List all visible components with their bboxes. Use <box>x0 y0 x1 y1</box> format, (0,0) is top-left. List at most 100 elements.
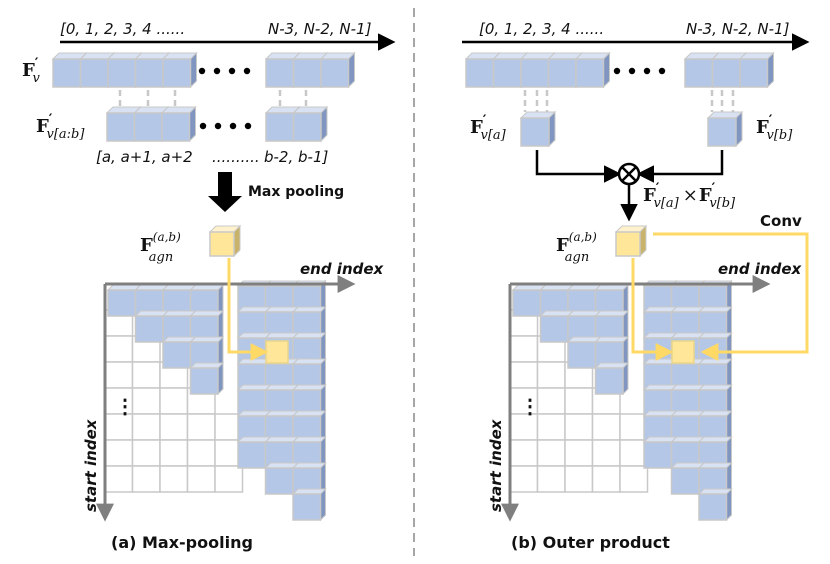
empty-span-cell <box>591 465 621 493</box>
token-cell <box>134 51 171 89</box>
span-matrix <box>104 279 327 522</box>
max-pooling-op-label: Max pooling <box>248 184 344 200</box>
slice-index-dots: .......... <box>212 148 260 166</box>
empty-span-cell <box>536 387 566 415</box>
empty-span-cell <box>564 465 594 493</box>
start-token-cube <box>519 110 557 148</box>
feature-row-ellipsis <box>613 67 666 75</box>
token-cell <box>574 51 611 89</box>
empty-span-cell <box>186 439 216 467</box>
empty-span-cell <box>104 387 134 415</box>
empty-span-cell <box>104 361 134 389</box>
ellipsis-dot <box>613 67 621 75</box>
aggregated-cell <box>614 224 648 258</box>
slice-connectors <box>118 90 308 108</box>
empty-span-cell <box>159 387 189 415</box>
product-expression: F′v[a]×F′v[b] <box>643 181 736 211</box>
ellipsis-dot <box>214 122 222 130</box>
slice-row-ellipsis <box>199 122 252 130</box>
empty-span-cell <box>131 387 161 415</box>
feature-row <box>51 51 356 89</box>
span-cell <box>697 487 733 522</box>
ellipsis-dot <box>198 67 206 75</box>
conv-path-left <box>631 258 674 361</box>
token-cell <box>161 51 198 89</box>
ellipsis-dot <box>199 122 207 130</box>
empty-span-cell <box>104 335 134 363</box>
empty-span-cell <box>509 387 539 415</box>
vertical-ellipsis: ⋮ <box>520 394 540 418</box>
token-cell <box>738 51 775 89</box>
caption-outer-product: (b) Outer product <box>511 533 670 552</box>
aggregated-feature-cube <box>614 224 648 258</box>
end-index-label: end index <box>300 260 385 278</box>
span-cell <box>291 357 327 392</box>
ellipsis-dot <box>244 122 252 130</box>
end-token-flow <box>636 150 724 183</box>
slice-cell <box>160 105 197 143</box>
span-cell <box>291 487 327 522</box>
placement-arrow <box>227 258 269 361</box>
empty-span-cell <box>159 465 189 493</box>
empty-span-cell <box>131 465 161 493</box>
empty-span-cell <box>536 439 566 467</box>
feature-row-ellipsis <box>198 67 251 75</box>
span-cell <box>189 361 225 396</box>
start-token-symbol: F′v[a] <box>470 113 507 143</box>
down-arrow <box>208 172 242 212</box>
token-cell <box>319 51 356 89</box>
empty-span-cell <box>536 361 566 389</box>
ellipsis-dot <box>658 67 666 75</box>
ellipsis-dot <box>628 67 636 75</box>
end-token-cube <box>706 110 744 148</box>
feature-symbol: F′v <box>22 56 40 86</box>
sequence-index-label: [0, 1, 2, 3, 4 ...... <box>479 20 604 38</box>
empty-span-cell <box>591 413 621 441</box>
empty-span-cell <box>131 439 161 467</box>
empty-span-cell <box>564 387 594 415</box>
empty-span-cell <box>186 413 216 441</box>
aggregated-feature-symbol: F(a,b)agn <box>140 230 181 265</box>
ellipsis-dot <box>643 67 651 75</box>
slice-row <box>105 105 329 143</box>
sequence-index-label-end: N-3, N-2, N-1] <box>686 20 790 38</box>
empty-span-cell <box>591 439 621 467</box>
feature-row <box>464 51 775 89</box>
empty-span-cell <box>509 439 539 467</box>
vertical-ellipsis: ⋮ <box>115 394 135 418</box>
caption-max-pooling: (a) Max-pooling <box>111 533 253 552</box>
start-index-label: start index <box>82 418 100 512</box>
panel-outer-product: [0, 1, 2, 3, 4 ...... N-3, N-2, N-1] F′v… <box>462 20 810 552</box>
empty-span-cell <box>564 439 594 467</box>
empty-span-cell <box>536 413 566 441</box>
empty-span-cell <box>104 439 134 467</box>
slice-cell <box>292 105 329 143</box>
start-token-flow <box>535 150 622 183</box>
aggregated-feature-symbol: F(a,b)agn <box>556 230 597 265</box>
end-token-symbol: F′v[b] <box>756 113 793 143</box>
aggregated-cell <box>208 224 242 258</box>
slice-index-end: b-2, b-1] <box>264 148 328 166</box>
span-matrix <box>509 279 733 522</box>
conv-path-right <box>653 232 809 361</box>
span-cell <box>106 283 142 318</box>
ellipsis-dot <box>213 67 221 75</box>
start-token-cell <box>519 110 557 148</box>
empty-span-cell <box>186 465 216 493</box>
aggregated-feature-cube <box>208 224 242 258</box>
empty-span-cell <box>159 413 189 441</box>
token-connectors <box>523 90 735 112</box>
target-span-cell <box>671 340 695 364</box>
empty-span-cell <box>509 335 539 363</box>
empty-span-cell <box>509 465 539 493</box>
empty-span-cell <box>214 465 244 493</box>
empty-span-cell <box>619 465 649 493</box>
end-token-cell <box>706 110 744 148</box>
empty-span-cell <box>131 361 161 389</box>
end-index-label: end index <box>718 260 803 278</box>
sequence-index-label-end: N-3, N-2, N-1] <box>268 20 372 38</box>
empty-span-cell <box>619 439 649 467</box>
panel-max-pooling: [0, 1, 2, 3, 4 ...... N-3, N-2, N-1] F′v… <box>22 20 396 552</box>
span-cell <box>291 305 327 340</box>
